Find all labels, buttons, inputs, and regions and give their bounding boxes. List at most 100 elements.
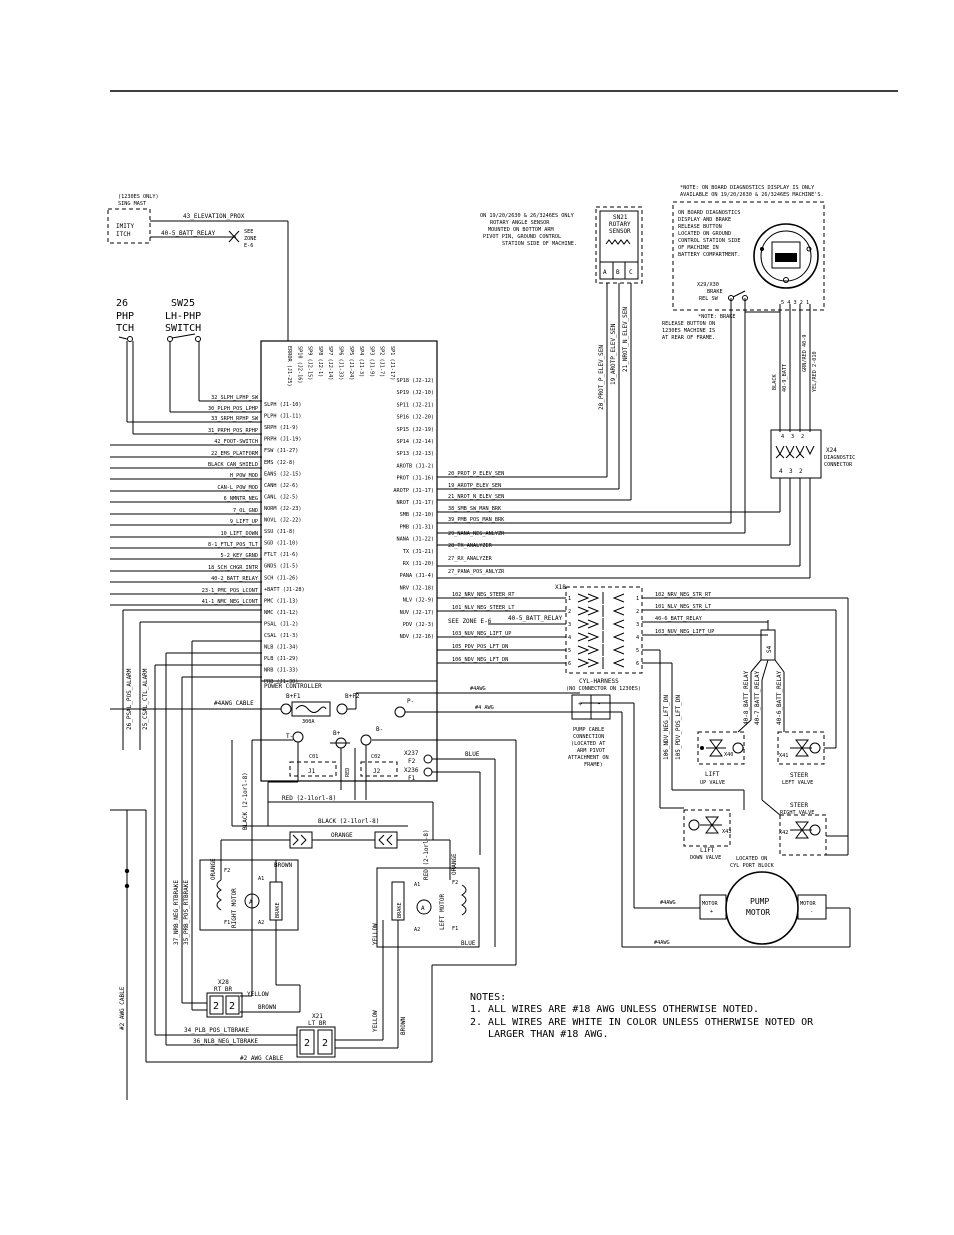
harness-arrow-icon xyxy=(612,593,625,603)
left-motor-label: LEFT MOTOR xyxy=(439,893,446,930)
controller-right-pin: NUV (J2-17) xyxy=(400,610,434,616)
awg4-d: #4AWG xyxy=(654,940,670,946)
awg4-cable: #4AWG CABLE xyxy=(214,700,254,707)
left-wire-label: H_POW_MOD xyxy=(230,473,258,479)
proximity-label: IMITY xyxy=(116,223,134,230)
controller-right-pin: SP14 (J2-14) xyxy=(397,439,434,445)
j1: J1 xyxy=(308,768,316,775)
see-zone-label-3: E-6 xyxy=(244,243,253,249)
controller-left-pin: SRPH (J1-9) xyxy=(264,425,298,431)
diag-pins: 5 4 3 2 1 xyxy=(781,300,809,306)
sensor-wire-3: 21_NROT_N_ELEV_SEN xyxy=(622,307,629,372)
left-wire-label: 9_LIFT_UP xyxy=(230,519,258,525)
sensor-note-4: PIVOT PIN, GROUND CONTROL xyxy=(483,234,561,240)
left-motor-icon xyxy=(416,899,432,915)
controller-top-pin: ERROR (J1-25) xyxy=(286,346,292,387)
left-wire-label: 23-1_PMC_POS_LCONT xyxy=(202,588,258,594)
controller-left-pin: PRB (J1-30) xyxy=(264,679,298,685)
x41-id: X41 xyxy=(779,753,788,759)
awg4-b: #4 AWG xyxy=(475,705,494,711)
proximity-label-2: ITCH xyxy=(116,231,131,238)
orange-1: ORANGE xyxy=(331,832,353,839)
controller-left-pin: GNDS (J1-5) xyxy=(264,564,298,570)
diag-desc-3: RELEASE BUTTON xyxy=(678,224,722,230)
controller-right-pin: SP11 (J2-21) xyxy=(397,402,434,408)
x24-pin-2: 2 xyxy=(801,434,804,440)
controller-top-pin: SP7 (J2-14) xyxy=(327,346,333,380)
controller-right-pin: SP19 (J2-10) xyxy=(397,390,434,396)
diag-desc-2: DISPLAY AND BRAKE xyxy=(678,217,731,223)
sensor-pin-b: B xyxy=(616,269,620,276)
left-wire-group: 32_SLPH_LPHP_SW30_PLPH_POS_LPHP33_SRPH_R… xyxy=(110,395,262,606)
rm-a1: A1 xyxy=(258,876,264,882)
right-wire-label: 38_SMB_SW_MAN_BRK xyxy=(448,506,502,512)
controller-left-pin: FSW (J1-27) xyxy=(264,448,298,454)
harness-pin-right: 3 xyxy=(636,622,639,628)
x28-id: X28 xyxy=(218,979,229,986)
black-wire: BLACK (2-1lorl-8) xyxy=(318,818,379,825)
controller-left-pin: EANS (J2-15) xyxy=(264,471,301,477)
steer-left-1: STEER xyxy=(790,772,808,779)
notes: NOTES: 1. ALL WIRES ARE #18 AWG UNLESS O… xyxy=(470,992,814,1040)
controller-left-pin: PRPH (J1-19) xyxy=(264,437,301,443)
motor-minus-1: MOTOR xyxy=(800,901,816,907)
rm-f1: F1 xyxy=(224,920,230,926)
red-label: RED xyxy=(345,768,351,777)
left-wire-label: 31_PRPH_POS_RPHP xyxy=(208,428,258,434)
p-minus: P- xyxy=(407,698,414,705)
x21-pin-2b: 2 xyxy=(322,1038,328,1049)
left-wire-label: 41-1_NMC_NEG_LCONT xyxy=(202,599,258,605)
harness-pin-right: 6 xyxy=(636,661,639,667)
x28-pin-2: 2 xyxy=(213,1001,219,1012)
controller-right-pin: SP18 (J2-12) xyxy=(397,378,434,384)
x24-pin-3: 3 xyxy=(791,434,794,440)
brake-note-1: *NOTE: BRAKE xyxy=(698,314,735,320)
diag-note-1: *NOTE: ON BOARD DIAGNOSTICS DISPLAY IS O… xyxy=(680,185,815,191)
pump-conn-plus: + xyxy=(578,700,582,708)
rt-br: RT BR xyxy=(214,986,232,993)
controller-left-pin: PLB (J1-29) xyxy=(264,656,298,662)
lt-br: LT BR xyxy=(308,1020,326,1027)
valve-wire-right-label: 101_NLV_NEG_STR_LT xyxy=(655,604,711,610)
see-zone-label-2: ZONE xyxy=(244,236,257,242)
note-1: 1. ALL WIRES ARE #18 AWG UNLESS OTHERWIS… xyxy=(470,1004,759,1015)
j2: J2 xyxy=(373,768,381,775)
controller-left-pin: PSAL (J1-2) xyxy=(264,621,298,627)
blue-wire: BLUE xyxy=(465,751,480,758)
cyl-harness-box xyxy=(565,586,643,674)
controller-top-pin: SP2 (J1-7) xyxy=(379,346,385,377)
right-motor-group xyxy=(199,859,299,931)
sensor-label-1: ROTARY xyxy=(609,221,631,228)
controller-right-pin: NLV (J2-9) xyxy=(403,598,434,604)
left-wire-label: 18_SCH_CHGR_INTR xyxy=(208,565,259,571)
left-wire-label: 30_PLPH_POS_LPHP xyxy=(208,406,258,412)
harness-pin-left: 2 xyxy=(568,609,571,615)
proximity-note-2: SING MAST xyxy=(118,201,146,207)
controller-right-pin: PANA (J1-4) xyxy=(400,573,434,579)
orange-2: ORANGE xyxy=(210,858,217,880)
controller-right-pin: TX (J1-21) xyxy=(403,549,434,555)
lm-a2: A2 xyxy=(414,927,420,933)
proximity-switch: (1230ES ONLY) SING MAST IMITY ITCH 43_EL… xyxy=(107,194,289,341)
rotary-sensor: ON 19/20/2630 & 26/3246ES ONLY ROTARY AN… xyxy=(480,206,643,500)
left-wire-label: 7_OL_GND xyxy=(233,508,258,514)
controller-right-pin: SP16 (J2-20) xyxy=(397,415,434,421)
controller-top-pin: SP10 (J2-16) xyxy=(296,346,302,383)
lm-a1: A1 xyxy=(414,882,420,888)
controller-left-pin: CSAL (J1-3) xyxy=(264,633,298,639)
valve-wire-group: 102_NRV_NEG_STEER_RT101_NLV_NEG_STEER_LT… xyxy=(437,592,848,664)
f2-label: F2 xyxy=(408,758,416,765)
pump-motor-2: MOTOR xyxy=(746,908,770,917)
harness-arrow-icon xyxy=(577,632,600,642)
wire-25: 25_CSAL_CTL_ALARM xyxy=(142,668,149,730)
harness-arrow-icon xyxy=(577,593,600,603)
sensor-note-2: ROTARY ANGLE SENSOR xyxy=(490,220,550,226)
controller-top-pins: ERROR (J1-25)SP10 (J2-16)SP9 (J2-15)SP8 … xyxy=(286,346,395,387)
php-switches: 26 PHP TCH SW25 LH-PHP SWITCH xyxy=(116,298,262,435)
right-wire-label: 29_NANA_NEG_ANLYZR xyxy=(448,531,505,537)
brake-2: BRAKE xyxy=(397,902,403,918)
valve-wire-106: 106_NDV_NEG_LFT_DN xyxy=(663,695,670,760)
harness-pin-left: 1 xyxy=(568,596,571,602)
controller-right-pin: RX (J1-20) xyxy=(403,561,434,567)
yellow-3: YELLOW xyxy=(372,1010,379,1032)
